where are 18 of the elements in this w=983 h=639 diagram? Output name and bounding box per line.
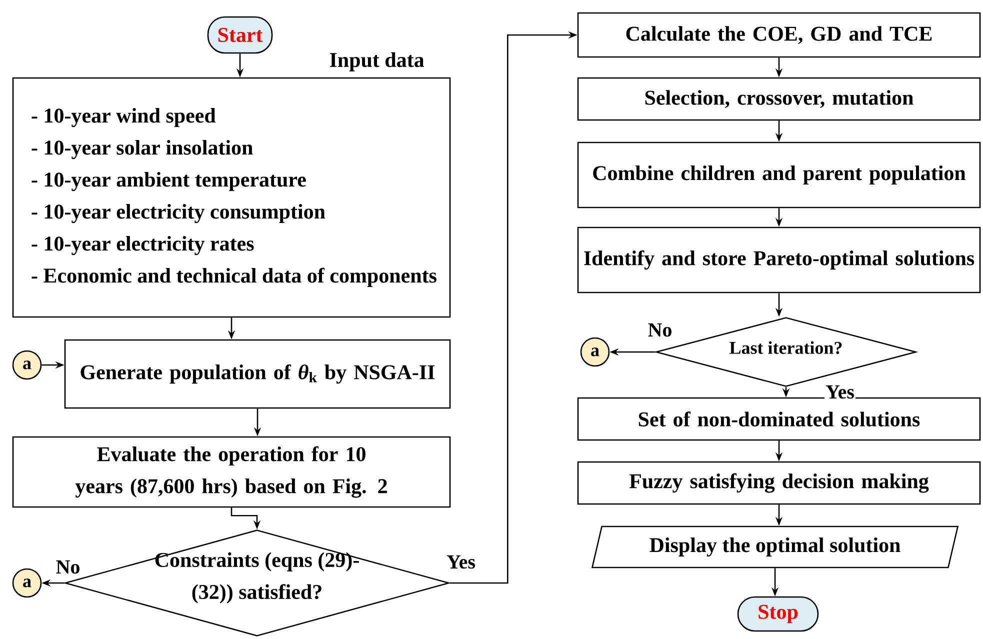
node-label: - 10-year ambient temperature bbox=[32, 172, 306, 192]
process-box: Selection, crossover, mutation bbox=[577, 77, 981, 121]
process-box: Generate population of θ$_{k}$ by NSGA-II bbox=[64, 339, 451, 409]
edge-label: Yes bbox=[824, 384, 856, 400]
node-label: - 10-year electricity consumption bbox=[32, 204, 326, 224]
box-heading: Input data bbox=[330, 52, 424, 72]
node-label: - 10-year solar insolation bbox=[32, 140, 253, 160]
process-box: Combine children and parent population bbox=[577, 142, 981, 208]
process-box: Calculate the COE, GD and TCE bbox=[577, 12, 981, 58]
start-terminal: Start bbox=[207, 16, 273, 54]
stop-terminal: Stop bbox=[737, 596, 819, 632]
node-label: - 10-year wind speed bbox=[32, 108, 216, 128]
process-box: Fuzzy satisfying decision making bbox=[577, 461, 981, 505]
node-label: - 10-year electricity rates bbox=[32, 236, 254, 256]
process-box: Evaluate the operation for 10 years (87,600 hrs) based on Fig. 2 bbox=[12, 436, 451, 508]
node-label: - Economic and technical data of components bbox=[32, 268, 436, 288]
input-data-box: - 10-year wind speed - 10-year solar insolation - 10-year ambient temperature - 10-year electricity consumption - 10-year electricity rates - Economic and technical data of components bbox=[12, 77, 451, 318]
process-box: Identify and store Pareto-optimal solutions bbox=[577, 226, 981, 294]
